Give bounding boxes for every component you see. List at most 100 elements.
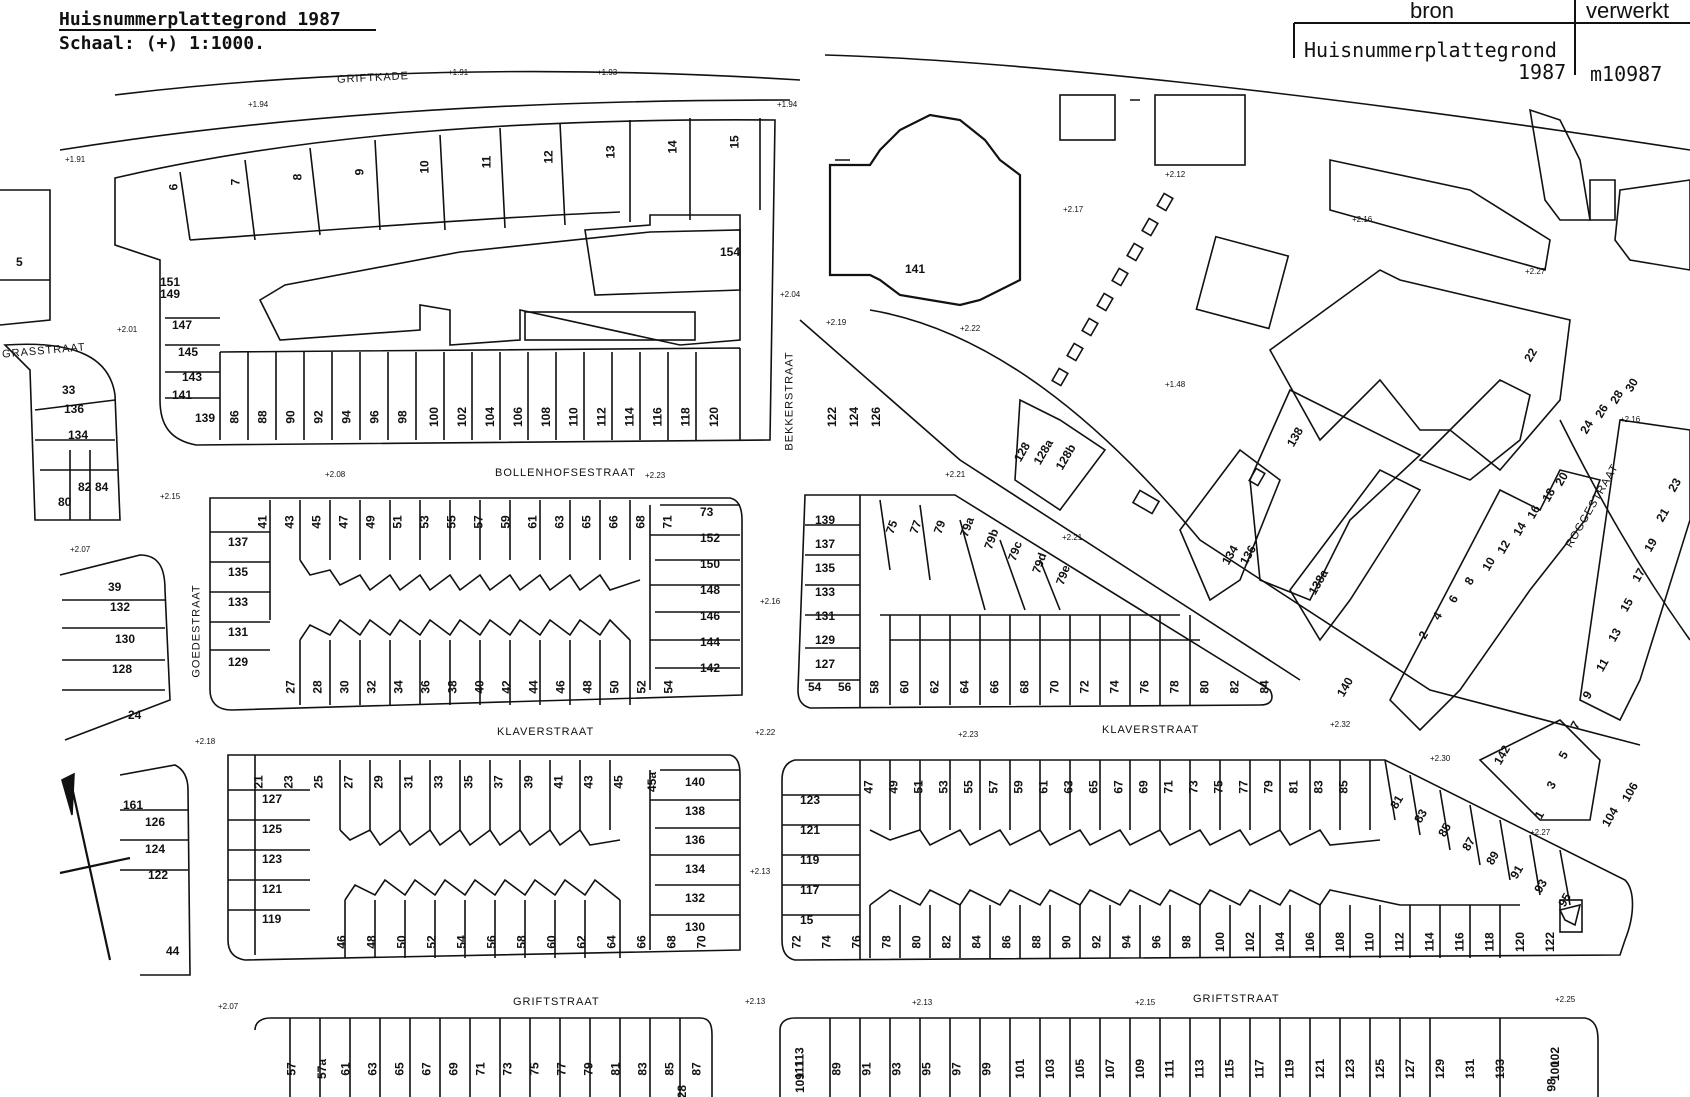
level-marker: +2.16 [760,597,781,606]
table-source-name: Huisnummerplattegrond [1304,38,1557,62]
house-number: 98 [1179,935,1194,949]
house-number: 89 [829,1062,844,1076]
house-number: 47 [861,780,876,794]
house-number: 15 [800,913,814,927]
house-number: 82 [1227,680,1242,694]
house-number: 13 [603,145,618,159]
house-number: 69 [1136,780,1151,794]
table-header-verwerkt: verwerkt [1586,0,1670,23]
house-number: 127 [1403,1058,1418,1080]
house-number: 43 [581,775,596,789]
house-number: 90 [1059,935,1074,949]
level-marker: +2.19 [826,318,847,327]
house-number: 151 [160,275,181,289]
house-number: 81 [608,1062,623,1076]
scale-label: Schaal: (+) 1:1000. [59,33,265,54]
house-number: 84 [1257,680,1272,694]
house-number: 135 [228,565,249,579]
house-number: 84 [95,480,109,494]
house-number: 121 [800,823,821,837]
house-number: 80 [1197,680,1212,694]
house-number: 125 [1373,1058,1388,1080]
house-number: 63 [1061,780,1076,794]
level-marker: +2.08 [325,470,346,479]
house-number: 78 [879,935,894,949]
house-number: 120 [1513,931,1528,953]
house-number: 120 [707,406,722,428]
house-number: 65 [1086,780,1101,794]
house-number: 90 [283,410,298,424]
level-marker: +1.93 [597,68,618,77]
house-number: 55 [444,515,459,529]
house-number: 50 [607,680,622,694]
house-number: 88 [255,410,270,424]
house-number: 66 [606,515,621,529]
house-number: 118 [1482,932,1497,952]
house-number: 92 [1089,935,1104,949]
house-number: 98 [395,410,410,424]
house-number: 27 [283,680,298,694]
level-marker: +1.94 [777,100,798,109]
house-number: 73 [500,1062,515,1076]
house-number: 141 [172,388,193,402]
house-number: 85 [662,1062,677,1076]
house-number: 64 [957,680,972,694]
house-number: 104 [483,406,498,428]
house-number: 87 [689,1062,704,1076]
house-number: 109 [1133,1058,1148,1080]
house-number: 75 [527,1062,542,1076]
house-number: 86 [999,935,1014,949]
level-marker: +2.22 [755,728,776,737]
house-number: 127 [815,657,836,671]
level-marker: +2.16 [1620,415,1641,424]
house-number: 64 [604,935,619,949]
house-number: 100 [1213,931,1228,953]
house-number: 122 [825,406,840,428]
house-number: 66 [987,680,1002,694]
house-number: 122 [148,868,169,882]
house-number: 48 [580,680,595,694]
house-number: 12 [541,150,556,164]
house-number: 130 [685,920,706,934]
house-number: 127 [262,792,283,806]
house-number: 91 [859,1062,874,1076]
house-number: 94 [339,410,354,424]
house-number: 43 [282,515,297,529]
house-number: 67 [1111,780,1126,794]
house-number: 114 [622,407,637,427]
house-number: 111 [1162,1059,1177,1079]
house-number: 118 [678,407,693,427]
level-marker: +2.18 [195,737,216,746]
house-number: 57a [315,1058,330,1080]
level-marker: +1.94 [248,100,269,109]
house-number: 52 [634,680,649,694]
house-number: 62 [574,935,589,949]
house-number: 139 [815,513,836,527]
table-header-bron: bron [1410,0,1455,23]
house-number: 149 [160,287,181,301]
house-number: 44 [166,944,180,958]
house-number: 51 [911,780,926,794]
house-number: 57 [471,515,486,529]
house-number: 6 [166,183,181,191]
house-number: 88 [1029,935,1044,949]
house-number: 71 [1161,780,1176,794]
house-number: 126 [869,406,884,428]
house-number: 9 [352,168,367,176]
house-number: 121 [262,882,283,896]
level-marker: +2.15 [1135,998,1156,1007]
house-number: 104 [1273,931,1288,953]
house-number: 135 [815,561,836,575]
house-number: 46 [553,680,568,694]
house-number: 117 [800,883,820,897]
scale-value: 1:1000. [189,33,265,54]
house-number: 45 [309,515,324,529]
level-marker: +2.13 [745,997,766,1006]
house-number: 145 [178,345,199,359]
house-number: 108 [539,406,554,428]
house-number: 161 [123,798,144,812]
house-number: 125 [262,822,283,836]
house-number: 107 [1103,1058,1118,1080]
house-number: 39 [521,775,536,789]
house-number: 144 [700,635,721,649]
